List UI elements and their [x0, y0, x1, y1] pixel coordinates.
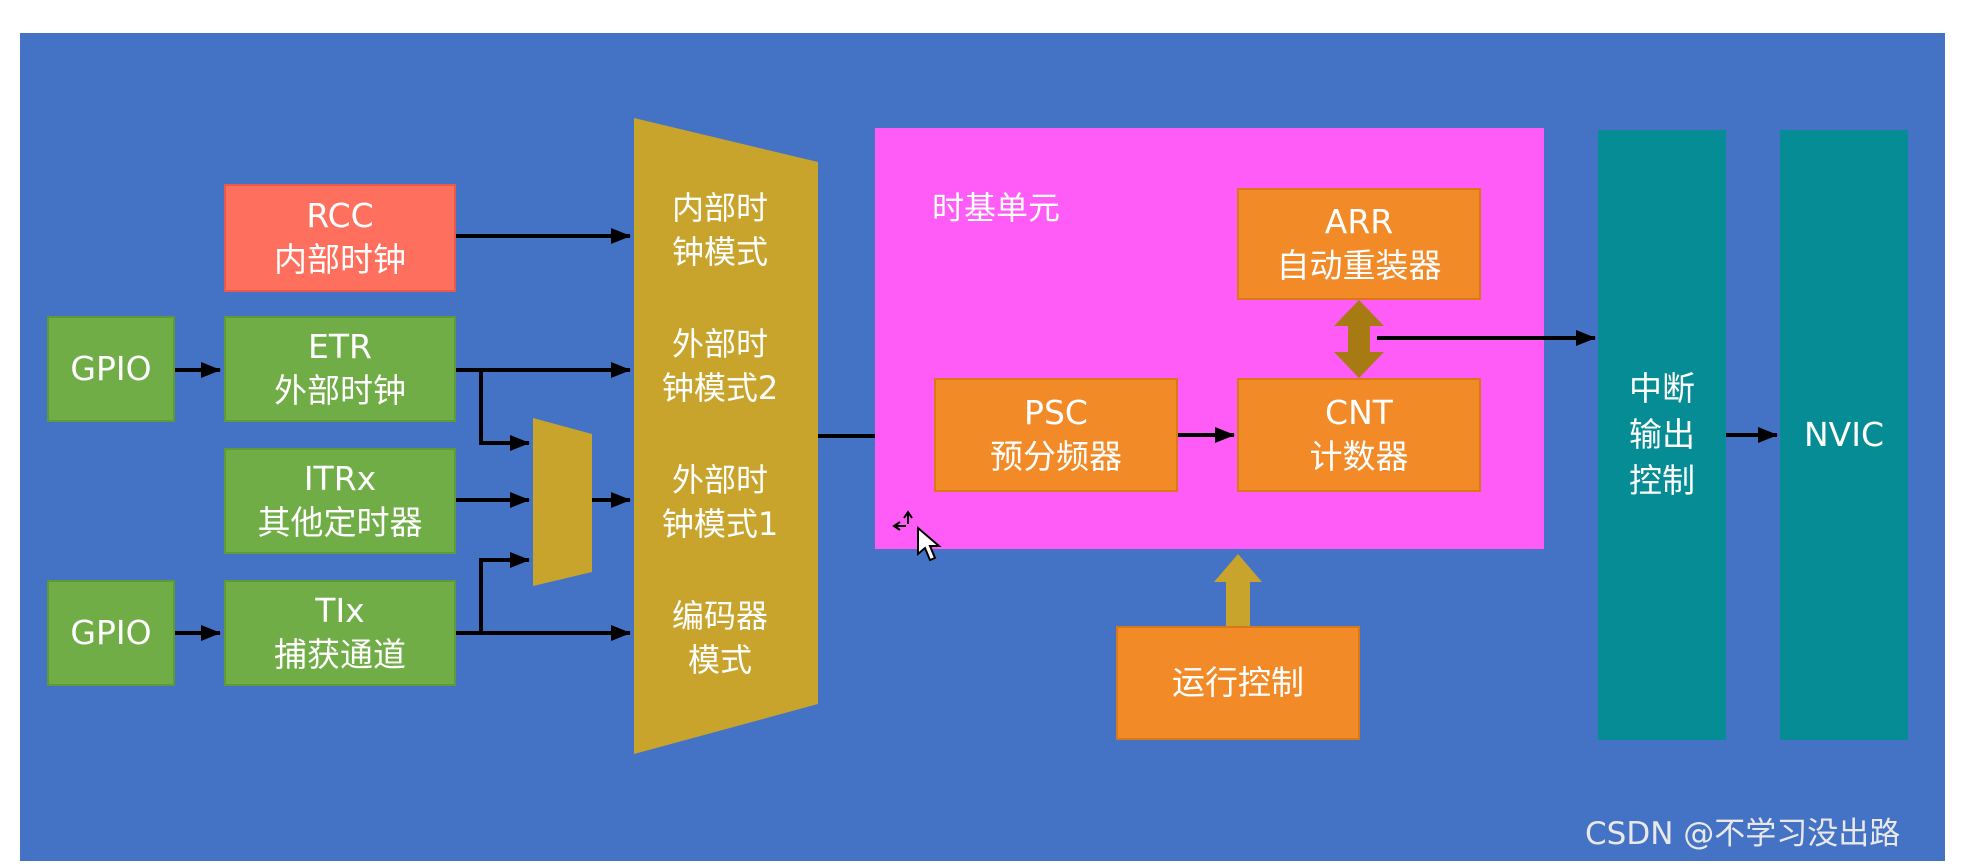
etr-sublabel: 外部时钟: [274, 371, 406, 410]
mux-encoder-mode: 编码器 模式: [671, 597, 768, 679]
mux-external-clock-mode-1: 外部时 钟模式1: [661, 461, 779, 543]
rcc-label: RCC: [306, 196, 374, 235]
itrx-sublabel: 其他定时器: [257, 503, 423, 542]
gpio-top-label: GPIO: [70, 349, 152, 388]
tix-label: TIx: [315, 591, 365, 630]
interrupt-output-control-block: 中断 输出 控制: [1598, 130, 1726, 740]
rcc-sublabel: 内部时钟: [274, 240, 406, 279]
psc-label: PSC: [1024, 393, 1088, 432]
cnt-counter-block: CNT 计数器: [1237, 378, 1481, 492]
gpio-block-top: GPIO: [47, 316, 175, 422]
small-mux-shape: [533, 418, 592, 586]
arrow-etr-to-small-mux: [479, 370, 530, 451]
arr-sublabel: 自动重装器: [1276, 246, 1442, 285]
itrx-label: ITRx: [303, 459, 377, 498]
cnt-sublabel: 计数器: [1309, 437, 1409, 476]
arr-cnt-double-arrow: [1334, 300, 1384, 378]
arrow-tix-to-small-mux: [479, 552, 530, 633]
run-control-block: 运行控制: [1116, 626, 1360, 740]
psc-sublabel: 预分频器: [990, 437, 1122, 476]
mux-internal-clock-mode: 内部时 钟模式: [671, 189, 768, 271]
nvic-block: NVIC: [1780, 130, 1908, 740]
itrx-other-timer-block: ITRx 其他定时器: [224, 448, 456, 554]
tix-sublabel: 捕获通道: [274, 635, 406, 674]
arr-auto-reload-block: ARR 自动重装器: [1237, 188, 1481, 300]
run-control-up-arrow: [1214, 554, 1262, 626]
nvic-label: NVIC: [1803, 415, 1885, 454]
run-control-label: 运行控制: [1172, 663, 1304, 702]
etr-label: ETR: [308, 327, 372, 366]
psc-prescaler-block: PSC 预分频器: [934, 378, 1178, 492]
gpio-block-bottom: GPIO: [47, 580, 175, 686]
arr-label: ARR: [1324, 202, 1394, 241]
cnt-label: CNT: [1325, 393, 1393, 432]
rcc-internal-clock-block: RCC 内部时钟: [224, 184, 456, 292]
mouse-cursor-icon: [892, 510, 942, 562]
mux-external-clock-mode-2: 外部时 钟模式2: [661, 325, 779, 407]
gpio-bottom-label: GPIO: [70, 613, 152, 652]
csdn-watermark: CSDN @不学习没出路: [1585, 816, 1901, 852]
tix-capture-channel-block: TIx 捕获通道: [224, 580, 456, 686]
time-base-title: 时基单元: [932, 189, 1061, 227]
clock-mode-mux-shape: [634, 118, 818, 754]
etr-external-clock-block: ETR 外部时钟: [224, 316, 456, 422]
